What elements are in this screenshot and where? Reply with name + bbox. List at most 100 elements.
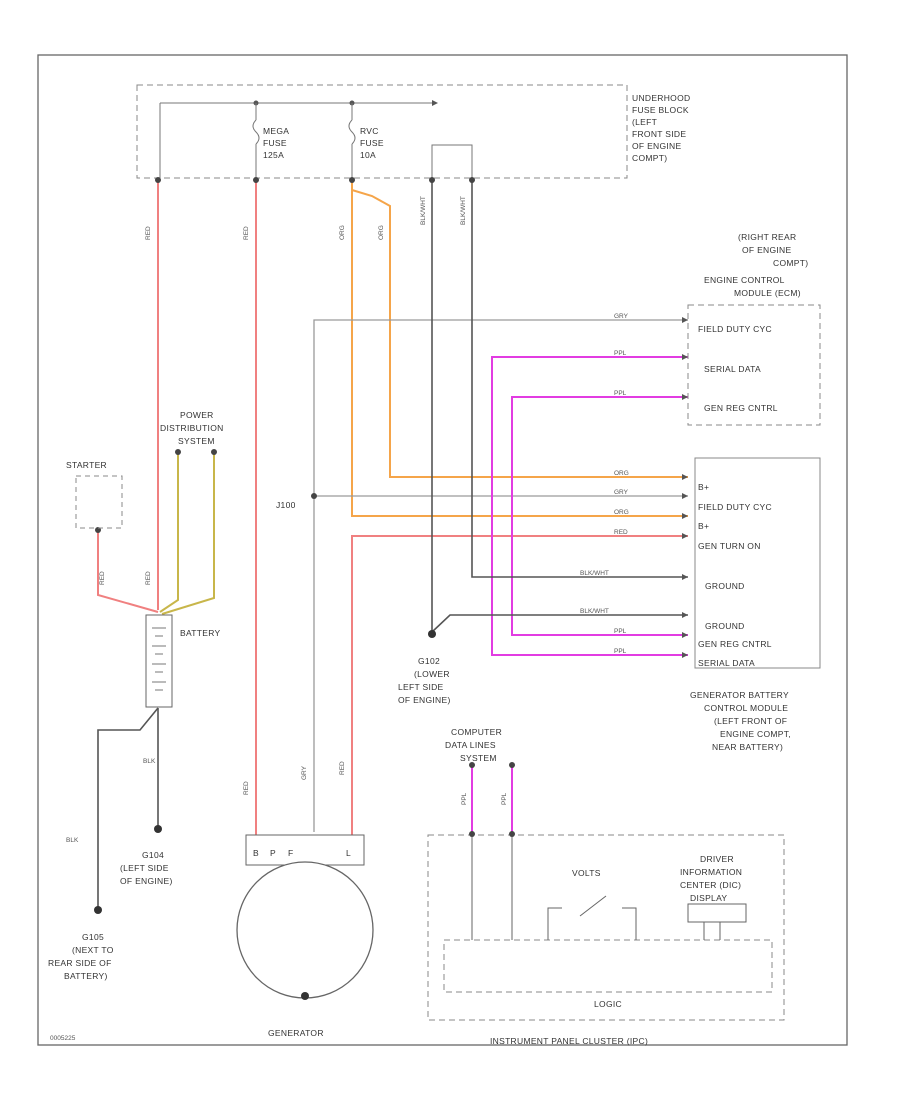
ipc-pin xyxy=(509,831,515,837)
gbcm-pin-serial-data: SERIAL DATA xyxy=(698,658,755,668)
computer-data-lines: COMPUTER DATA LINES SYSTEM xyxy=(445,727,502,763)
figure-id: 0005225 xyxy=(50,1035,76,1042)
code-red: RED xyxy=(614,529,628,536)
code-red: RED xyxy=(99,571,106,585)
nodes xyxy=(95,177,515,768)
gbcm-name-3: (LEFT FRONT OF xyxy=(714,716,787,726)
wire-ground-blk-1 xyxy=(471,178,688,578)
diagram-border xyxy=(37,54,848,1046)
gbcm-pin-gen-turn-on: GEN TURN ON xyxy=(698,541,761,551)
ground-icon xyxy=(154,825,162,833)
gbcm-pin-ground-2: GROUND xyxy=(705,621,745,631)
generator-terminal-block xyxy=(245,834,365,866)
starter-outline xyxy=(75,475,123,529)
code-blk: BLK xyxy=(66,837,79,844)
gbcm-name-5: NEAR BATTERY) xyxy=(712,742,783,752)
g105-label-2: (NEXT TO xyxy=(72,945,114,955)
ground-g104: G104 (LEFT SIDE OF ENGINE) xyxy=(120,825,173,886)
ipc-logic-outline xyxy=(443,939,773,993)
volts-gauge-icon xyxy=(622,907,637,940)
g102-label-3: LEFT SIDE xyxy=(398,682,444,692)
g104-label-3: OF ENGINE) xyxy=(120,876,173,886)
wire-rvc-fuse-orange-b1 xyxy=(351,178,688,517)
ecm-location-1: (RIGHT REAR xyxy=(738,232,796,242)
starter: STARTER xyxy=(66,460,123,529)
gbcm-pin-b-plus-2: B+ xyxy=(698,521,709,531)
fuse-block-outline xyxy=(136,84,628,179)
g102-label-1: G102 xyxy=(418,656,440,666)
code-org: ORG xyxy=(339,225,346,240)
code-gry: GRY xyxy=(614,313,629,320)
generator: B P F L GENERATOR xyxy=(236,834,374,1038)
wire-field-duty-gray xyxy=(313,319,688,832)
code-blk-wht: BLK/WHT xyxy=(420,196,427,225)
gbcm-pin-b-plus-1: B+ xyxy=(698,482,709,492)
ecm-location-3: COMPT) xyxy=(773,258,808,268)
wire-power-dist-1 xyxy=(159,452,179,613)
ecm-outline xyxy=(687,304,821,426)
code-org: ORG xyxy=(378,225,385,240)
wire-power-dist-2 xyxy=(161,452,215,615)
mega-fuse-label-2: FUSE xyxy=(263,138,287,148)
instrument-panel-cluster: VOLTS DRIVER INFORMATION CENTER (DIC) DI… xyxy=(427,831,785,1046)
dic-label-3: CENTER (DIC) xyxy=(680,880,741,890)
code-org: ORG xyxy=(614,509,629,516)
code-blk-wht: BLK/WHT xyxy=(580,608,609,615)
data-lines-label-2: DATA LINES xyxy=(445,740,496,750)
g105-label-3: REAR SIDE OF xyxy=(48,958,112,968)
gbcm-pin-field-duty: FIELD DUTY CYC xyxy=(698,502,772,512)
ecm-pin-serial-data: SERIAL DATA xyxy=(704,364,761,374)
code-red: RED xyxy=(145,226,152,240)
code-ppl: PPL xyxy=(614,648,627,655)
wire-starter-red xyxy=(97,530,159,613)
fuse-block-title-1: UNDERHOOD xyxy=(632,93,690,103)
generator-terminal-b: B xyxy=(253,848,259,858)
power-dist-label-1: POWER xyxy=(180,410,214,420)
ground-g105: G105 (NEXT TO REAR SIDE OF BATTERY) xyxy=(48,906,114,981)
gbcm-pin-ground-1: GROUND xyxy=(705,581,745,591)
rvc-fuse-symbol xyxy=(348,119,356,145)
splice-j100-label: J100 xyxy=(276,500,296,510)
bus-arrow-icon xyxy=(432,100,438,106)
ecm-pin-gen-reg: GEN REG CNTRL xyxy=(704,403,778,413)
wire-serial-data-ppl xyxy=(491,356,688,656)
wire-gen-reg-cntrl-ppl xyxy=(511,396,688,636)
code-red: RED xyxy=(243,781,250,795)
ground-icon xyxy=(94,906,102,914)
fuse-block-title-6: COMPT) xyxy=(632,153,667,163)
logic-label: LOGIC xyxy=(594,999,622,1009)
g104-label-2: (LEFT SIDE xyxy=(120,863,169,873)
data-lines-label-1: COMPUTER xyxy=(451,727,502,737)
code-ppl: PPL xyxy=(614,390,627,397)
generator-terminal-p: P xyxy=(270,848,276,858)
generator-body xyxy=(236,861,374,999)
code-ppl: PPL xyxy=(614,350,627,357)
ecm-name-1: ENGINE CONTROL xyxy=(704,275,785,285)
code-gry: GRY xyxy=(614,489,629,496)
generator-ground-icon xyxy=(301,992,309,1000)
code-blk: BLK xyxy=(143,758,156,765)
volts-gauge-icon xyxy=(547,907,562,940)
fuse-block-title-5: OF ENGINE xyxy=(632,141,681,151)
wire-battery-ground-g105 xyxy=(97,707,159,908)
wire-color-codes: RED RED ORG ORG BLK/WHT BLK/WHT GRY PPL … xyxy=(66,196,629,844)
code-blk-wht: BLK/WHT xyxy=(460,196,467,225)
code-ppl: PPL xyxy=(614,628,627,635)
rvc-fuse-label-1: RVC xyxy=(360,126,379,136)
fuse-block-title-2: FUSE BLOCK xyxy=(632,105,689,115)
generator-label: GENERATOR xyxy=(268,1028,324,1038)
underhood-fuse-block: MEGA FUSE 125A RVC FUSE 10A UNDERHOOD FU… xyxy=(136,84,690,179)
gbcm-name-2: CONTROL MODULE xyxy=(704,703,788,713)
code-red: RED xyxy=(339,761,346,775)
g104-label-1: G104 xyxy=(142,850,164,860)
code-org: ORG xyxy=(614,470,629,477)
battery-body xyxy=(145,614,173,708)
code-gry: GRY xyxy=(301,765,308,780)
rvc-fuse-label-2: FUSE xyxy=(360,138,384,148)
generator-terminal-f: F xyxy=(288,848,294,858)
data-lines-label-3: SYSTEM xyxy=(460,753,497,763)
splice-j100 xyxy=(311,493,317,499)
power-dist-label-2: DISTRIBUTION xyxy=(160,423,224,433)
gbcm-name-4: ENGINE COMPT, xyxy=(720,729,791,739)
